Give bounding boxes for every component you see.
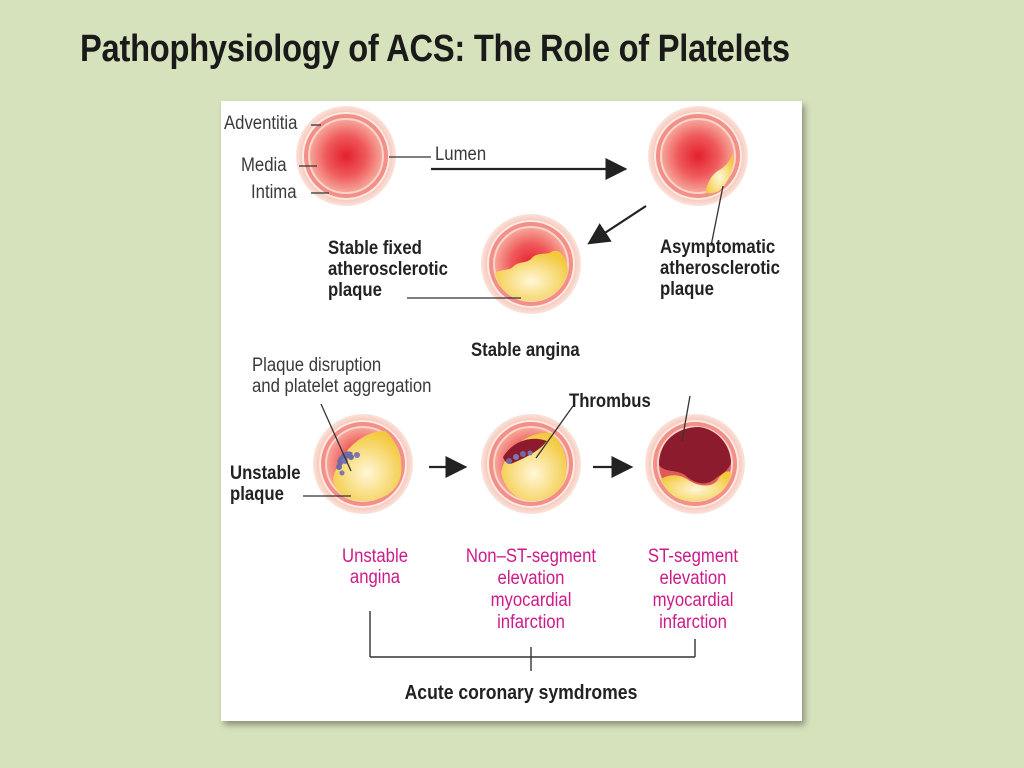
diagram-panel: Adventitia Media Intima Lumen Stable fix…: [221, 101, 802, 721]
label-acute-coronary-syndromes: Acute coronary symdromes: [404, 682, 638, 704]
acs-bracket: [369, 611, 696, 671]
label-thrombus: Thrombus: [569, 391, 651, 412]
label-asymptomatic-plaque: Asymptomatic atherosclerotic plaque: [660, 237, 780, 300]
label-stable-fixed-plaque: Stable fixed atherosclerotic plaque: [328, 238, 448, 301]
label-adventitia: Adventitia: [224, 113, 298, 134]
label-stable-angina: Stable angina: [471, 340, 580, 361]
artery-stemi: [645, 414, 745, 514]
leader-lines: [299, 124, 724, 497]
outcome-nstemi: Non–ST-segment elevation myocardial infa…: [465, 546, 597, 633]
slide-title: Pathophysiology of ACS: The Role of Plat…: [80, 28, 790, 70]
outcome-unstable-angina: Unstable angina: [342, 546, 408, 588]
progression-arrows: [429, 158, 647, 478]
artery-normal: [296, 106, 396, 206]
artery-asymptomatic: [648, 106, 748, 206]
artery-unstable: [313, 414, 413, 514]
label-plaque-disruption: Plaque disruption and platelet aggregati…: [252, 355, 432, 397]
label-media: Media: [241, 155, 287, 176]
label-lumen: Lumen: [435, 144, 487, 165]
label-intima: Intima: [251, 182, 297, 203]
artery-stable: [481, 214, 581, 314]
artery-diagram: [296, 106, 748, 671]
label-unstable-plaque: Unstable plaque: [230, 463, 301, 505]
artery-nstemi: [481, 414, 581, 514]
arrow-to-stable: [587, 205, 647, 245]
outcome-stemi: ST-segment elevation myocardial infarcti…: [647, 546, 739, 633]
